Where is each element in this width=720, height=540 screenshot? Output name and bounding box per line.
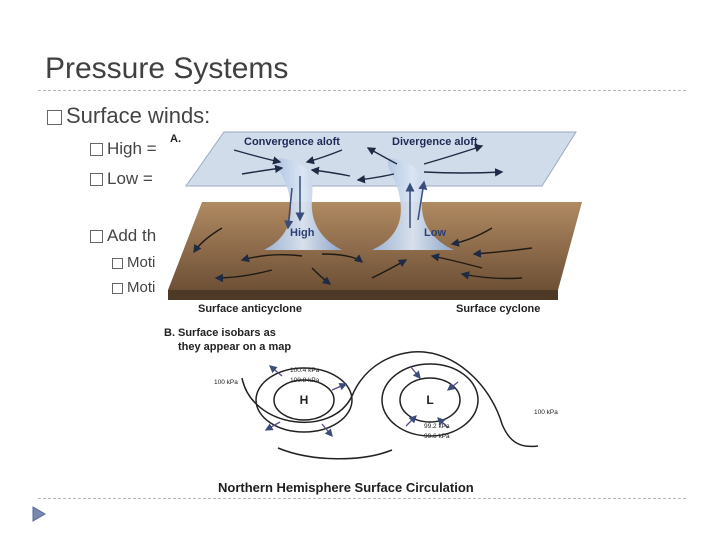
iso-100-4-label: 100.4 kPa [290,367,320,374]
panel-b-text-line2: they appear on a map [178,341,291,353]
footer-divider [38,498,686,499]
slide-title: Pressure Systems [45,52,289,85]
divergence-aloft-label: Divergence aloft [392,136,478,148]
isobars [241,351,539,460]
panel-b-text-line1: Surface isobars as [178,327,276,339]
iso-100-8-label: 100.8 kPa [290,377,320,384]
bullet-motion-1: Moti [112,254,155,271]
ground-top [168,202,582,290]
surface-cyclone-label: Surface cyclone [456,303,540,315]
bullet-box-icon [112,257,123,269]
bullet-low: Low = [90,169,153,189]
iso-99-6-label: 99.6 kPa [424,433,450,440]
high-funnel [264,158,342,250]
bullet-text: Low = [107,169,153,188]
bullet-box-icon [47,109,62,125]
bullet-text: Moti [127,279,156,296]
figure-caption: Northern Hemisphere Surface Circulation [218,480,474,495]
iso-100-right-label: 100 kPa [534,409,558,416]
ground-side [168,290,558,300]
bullet-add: Add th [90,226,156,246]
panel-a-label: A. [170,133,181,145]
high-label: High [290,227,315,239]
bullet-box-icon [90,143,103,157]
panel-b-label: B. [164,327,175,339]
bullet-text: Add th [107,226,157,245]
bullet-high: High = [90,139,157,159]
h-symbol: H [300,393,309,407]
next-slide-icon[interactable] [32,506,46,522]
iso-100-left-label: 100 kPa [214,379,238,386]
iso-99-2-label: 99.2 kPa [424,423,450,430]
surface-anticyclone-label: Surface anticyclone [198,303,302,315]
surface-arrows [193,227,533,285]
aloft-arrows [233,144,504,184]
bullet-text: Surface winds: [66,103,211,128]
l-symbol: L [426,393,433,407]
bullet-box-icon [90,230,103,244]
bullet-motion-2: Moti [112,279,155,296]
bullet-surface-winds: Surface winds: [47,103,210,129]
title-divider [38,90,686,91]
bullet-box-icon [112,282,123,294]
convergence-aloft-label: Convergence aloft [244,136,340,148]
low-funnel [372,158,454,250]
low-label: Low [424,227,446,239]
vertical-arrows [284,176,428,230]
pressure-diagram-svg: A. Convergence aloft Divergence aloft Hi… [164,131,582,460]
bullet-text: High = [107,139,157,158]
pressure-diagram: A. Convergence aloft Divergence aloft Hi… [162,128,586,462]
bullet-text: Moti [127,254,156,271]
bullet-box-icon [90,173,103,187]
wind-arrows-b [264,365,459,437]
